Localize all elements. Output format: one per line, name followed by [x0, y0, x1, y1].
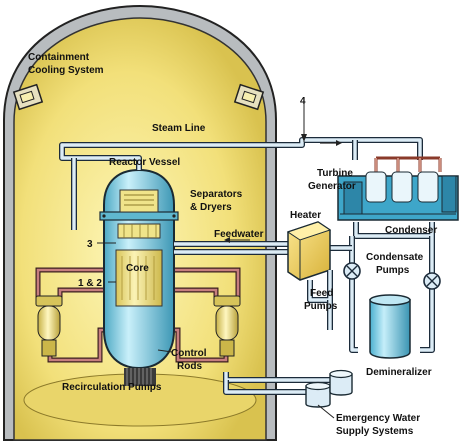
label-containment-cooling-1: Containment — [28, 52, 90, 63]
label-control-1: Control — [171, 348, 207, 359]
marker-leaders — [97, 242, 335, 419]
label-control-2: Rods — [177, 361, 202, 372]
demineralizer-tank — [369, 294, 411, 359]
control-rods — [124, 349, 173, 386]
label-steam-line: Steam Line — [152, 123, 206, 134]
steam-line — [59, 104, 423, 230]
label-turbine-1: Turbine — [317, 168, 353, 179]
label-feedwater: Feedwater — [214, 229, 264, 240]
label-marker-1-2: 1 & 2 — [78, 278, 102, 289]
feed-pump-loop — [307, 270, 333, 330]
recirculation-pump-left — [35, 295, 63, 357]
condensate-loop — [343, 222, 441, 353]
label-core: Core — [126, 263, 149, 274]
heater — [286, 221, 332, 281]
label-separators-2: & Dryers — [190, 202, 232, 213]
label-reactor-vessel: Reactor Vessel — [109, 157, 180, 168]
label-recirculation-pumps: Recirculation Pumps — [62, 382, 162, 393]
label-heater: Heater — [290, 210, 321, 221]
label-feed-1: Feed — [310, 288, 333, 299]
containment-cooling-units — [12, 83, 265, 111]
label-emergency-2: Supply Systems — [336, 426, 414, 437]
label-marker-3: 3 — [87, 239, 93, 250]
label-condensate-2: Pumps — [376, 265, 410, 276]
label-emergency-1: Emergency Water — [336, 413, 420, 424]
reactor-core — [115, 249, 163, 307]
label-condensate-1: Condensate — [366, 252, 424, 263]
label-separators-1: Separators — [190, 189, 243, 200]
label-demineralizer: Demineralizer — [366, 367, 432, 378]
label-containment-cooling-2: Cooling System — [28, 65, 104, 76]
emergency-water-tanks — [305, 369, 353, 408]
label-feed-2: Pumps — [304, 301, 338, 312]
label-condenser: Condenser — [385, 225, 437, 236]
turbine-generator — [337, 156, 459, 221]
recirculation-pump-right — [213, 295, 241, 357]
label-turbine-2: Generator — [308, 181, 356, 192]
label-marker-4: 4 — [300, 96, 306, 107]
feedwater-line — [174, 237, 352, 255]
